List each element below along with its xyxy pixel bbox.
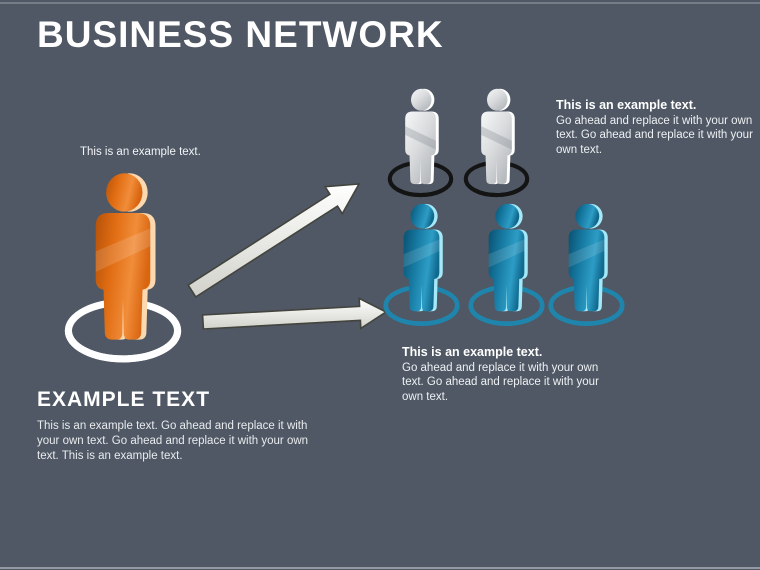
middle-heading: This is an example text.	[402, 345, 543, 359]
person-icon-blue	[383, 203, 460, 326]
person-icon-blue	[548, 203, 625, 326]
arrow-icon-upper	[187, 183, 361, 299]
left-figure-caption: This is an example text.	[80, 146, 201, 158]
top-right-text-block: This is an example text. Go ahead and re…	[556, 98, 758, 157]
example-text-body: This is an example text. Go ahead and re…	[37, 420, 309, 462]
middle-body: Go ahead and replace it with your own te…	[402, 361, 599, 403]
person-icon-blue	[468, 203, 545, 326]
middle-text-block: This is an example text. Go ahead and re…	[402, 345, 602, 404]
arrow-icon-lower	[201, 297, 388, 330]
person-icon-silver	[463, 88, 530, 198]
example-text-heading: EXAMPLE TEXT	[37, 388, 211, 411]
person-icon-silver	[387, 88, 454, 198]
person-icon-orange	[64, 173, 182, 363]
top-right-heading: This is an example text.	[556, 98, 697, 112]
slide-title: BUSINESS NETWORK	[37, 14, 444, 55]
top-right-body: Go ahead and replace it with your own te…	[556, 114, 753, 156]
bottom-left-text-block: EXAMPLE TEXT This is an example text. Go…	[37, 388, 309, 464]
